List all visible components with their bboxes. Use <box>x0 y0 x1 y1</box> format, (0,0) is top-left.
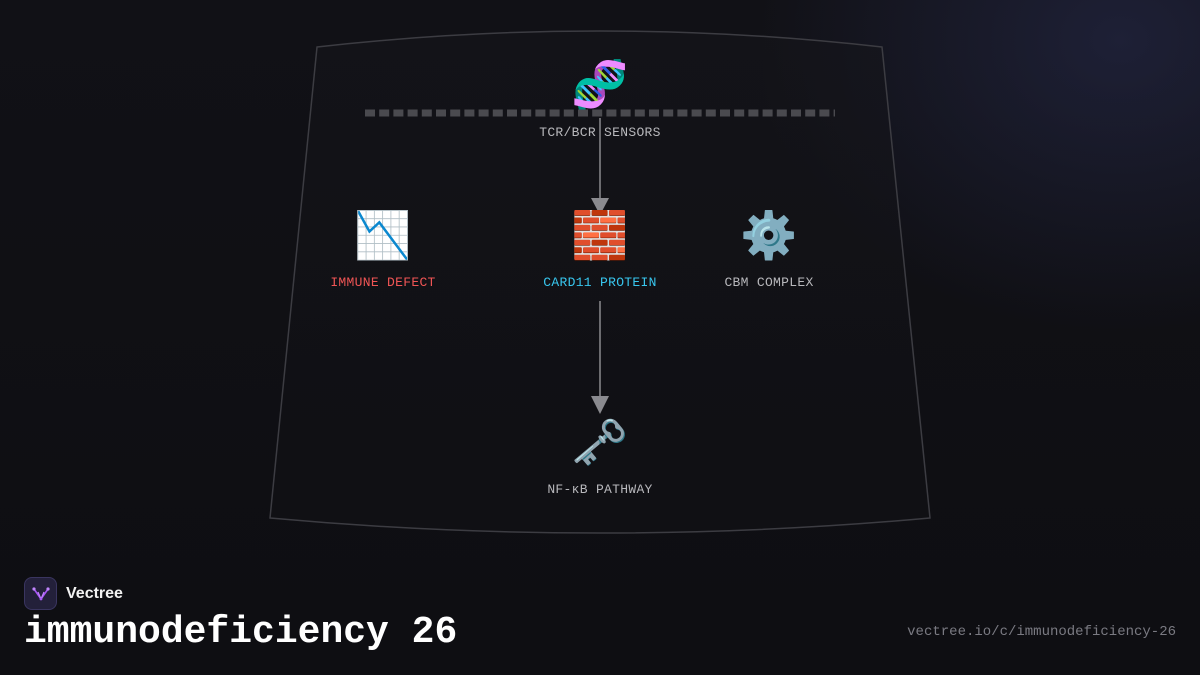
brick-icon: 🧱 <box>571 208 629 262</box>
cell-frame <box>269 30 931 534</box>
node-label-cbm: CBM COMPLEX <box>724 275 814 290</box>
key-icon: 🗝️ <box>571 415 629 469</box>
page-url[interactable]: vectree.io/c/immunodeficiency-26 <box>907 624 1176 640</box>
arrowhead-card11 <box>591 198 609 215</box>
brand-name: Vectree <box>66 584 123 602</box>
vectree-logo-icon <box>24 577 57 610</box>
arrowhead-nfkb <box>591 396 609 414</box>
dna-icon: 🧬 <box>571 57 629 111</box>
node-label-nfkb: NF-κB PATHWAY <box>547 482 653 497</box>
page-title: immunodeficiency 26 <box>24 611 458 654</box>
node-label-card11: CARD11 PROTEIN <box>543 275 657 290</box>
node-label-sensors: TCR/BCR SENSORS <box>539 125 661 140</box>
node-label-immune-defect: IMMUNE DEFECT <box>330 275 436 290</box>
brand: Vectree <box>24 577 123 610</box>
chart-decreasing-icon: 📉 <box>354 208 412 262</box>
gear-icon: ⚙️ <box>740 208 798 262</box>
